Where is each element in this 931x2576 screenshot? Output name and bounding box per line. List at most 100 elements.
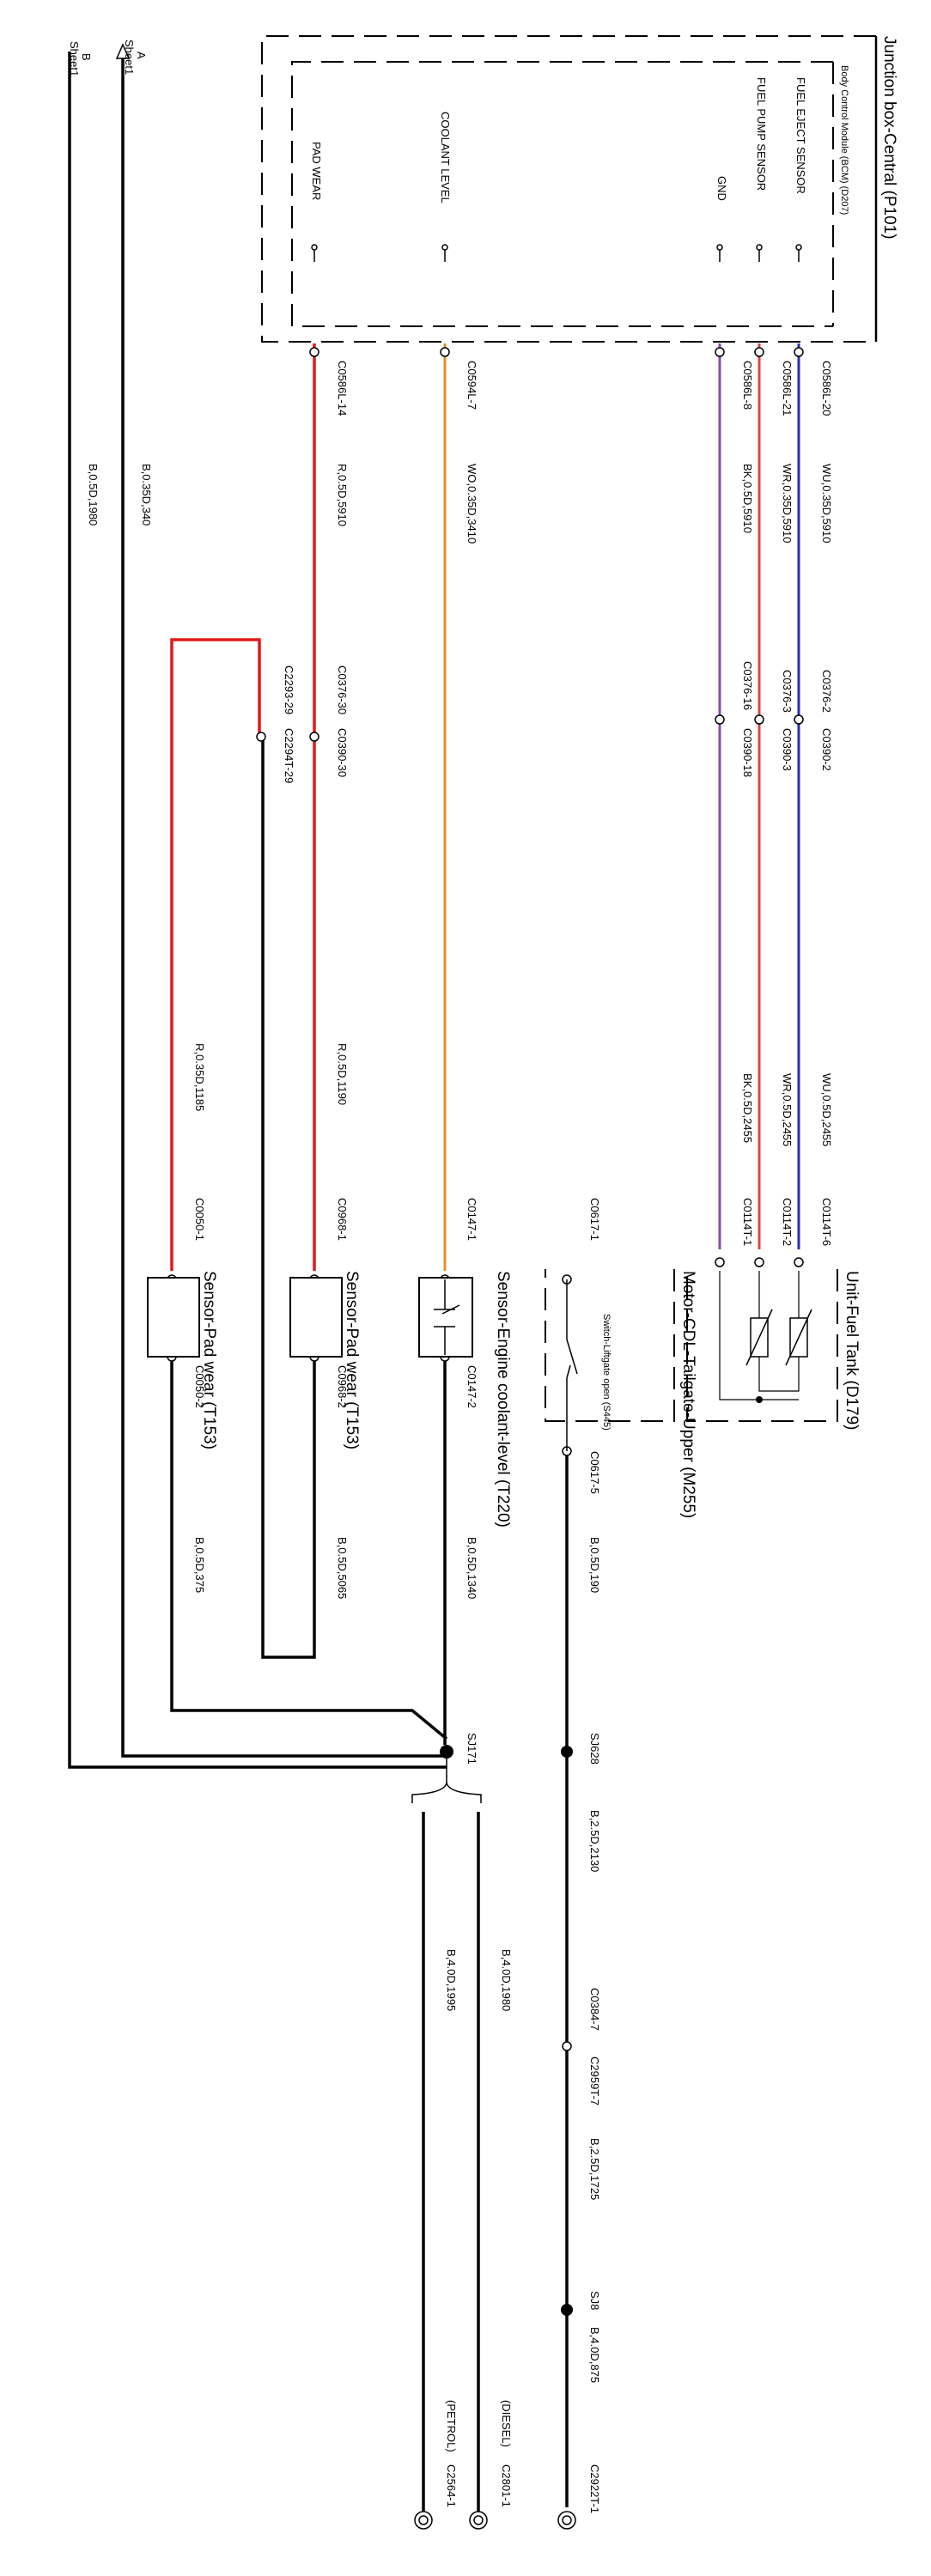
label-sj8: SJ8: [588, 2291, 601, 2310]
bcm-title: Body Control Module (BCM) (D207): [839, 65, 849, 215]
label-b-340: B,0.35D,340: [140, 464, 153, 526]
label-bk-2455: BK,0.5D,2455: [741, 1073, 754, 1143]
sheet-a-arrow: [115, 43, 131, 59]
sheet-b-letter: B: [80, 53, 93, 61]
wire-sheet-b: [68, 52, 447, 1769]
label-wr-2455: WR,0.5D,2455: [781, 1073, 794, 1146]
label-sj628: SJ628: [588, 1733, 601, 1765]
label-c2293-29: C2293-29: [283, 665, 295, 714]
labels-splices: SJ628 SJ171 SJ8: [466, 1733, 601, 2310]
label-b-2130: B,2.5D,2130: [588, 1810, 601, 1872]
label-diesel: (DIESEL): [500, 2400, 513, 2447]
label-c0390-18: C0390-18: [741, 728, 754, 777]
label-c2922t-1: C2922T-1: [588, 2464, 601, 2513]
pin-coolant: COOLANT LEVEL: [439, 112, 452, 204]
label-sj171: SJ171: [466, 1733, 478, 1765]
wire-sheet-a: [121, 52, 447, 1758]
label-wo-3410: WO,0.35D,3410: [466, 464, 478, 544]
label-petrol: (PETROL): [445, 2400, 458, 2452]
junction-box: [261, 35, 878, 343]
label-c0390-30: C0390-30: [336, 728, 349, 777]
labels-row-junction-exits: C0586L-20 C0586L-21 C0586L-8 C0594L-7 C0…: [336, 361, 833, 416]
label-c0384-7: C0384-7: [588, 1988, 601, 2031]
labels-row-return-wires: B,0.5D,190 B,0.5D,1340 B,0.5D,5065 B,0.5…: [193, 1537, 601, 1599]
label-r-1190: R,0.5D,1190: [336, 1043, 349, 1105]
tailgate-switch-title: Switch-Liftgate open (S445): [601, 1314, 612, 1431]
label-b-1980: B,0.5D,1980: [87, 464, 100, 526]
pad-wear-rear-title: Sensor-Pad wear (T153): [200, 1271, 218, 1449]
label-c0617-5: C0617-5: [588, 1451, 601, 1494]
label-wr-5910: WR,0.35D,5910: [781, 464, 794, 544]
junction-box-title: Junction box-Central (P101): [880, 36, 898, 240]
label-wu-5910: WU,0.35D,5910: [820, 464, 833, 544]
labels-row-component-connectors: C0114T-6 C0114T-2 C0114T-1 C0617-1 C0147…: [193, 1198, 833, 1494]
tailgate-motor: [545, 1269, 675, 1451]
sheet-a-sheet: Sheet1: [123, 39, 136, 75]
label-c0147-2: C0147-2: [466, 1365, 478, 1408]
label-c0968-2: C0968-2: [336, 1365, 349, 1408]
label-c0376-2: C0376-2: [820, 670, 833, 713]
tailgate-motor-title: Motor-CDL-Tailgate-Upper (M255): [679, 1271, 697, 1518]
pad-wear-front-box: [289, 1277, 343, 1358]
label-b-1725: B,2.5D,1725: [588, 2138, 601, 2200]
label-b-375: B,0.5D,375: [193, 1537, 206, 1593]
label-c0586l-8: C0586L-8: [741, 361, 754, 410]
label-c0968-1: C0968-1: [336, 1198, 349, 1241]
label-r-1185: R,0.35D,1185: [193, 1043, 206, 1111]
label-c0586l-21: C0586L-21: [781, 361, 794, 416]
label-b-1340: B,0.5D,1340: [466, 1537, 478, 1599]
label-b-5065: B,0.5D,5065: [336, 1537, 349, 1599]
label-c0376-16: C0376-16: [741, 661, 754, 710]
sj171-bracket: [411, 1781, 482, 1803]
labels-row-wire-specs-2: WU,0.5D,2455 WR,0.5D,2455 BK,0.5D,2455 R…: [193, 1043, 833, 1146]
labels-row-ground-wires: B,2.5D,2130 C0384-7 C2959T-7 B,2.5D,1725…: [445, 1810, 601, 2513]
label-c0376-30: C0376-30: [336, 665, 349, 714]
label-c0376-3: C0376-3: [781, 670, 794, 713]
label-c0114t-2: C0114T-2: [781, 1198, 794, 1246]
label-c0390-2: C0390-2: [820, 728, 833, 771]
label-b-875: B,4.0D,875: [588, 2327, 601, 2383]
label-r-5910: R,0.5D,5910: [336, 464, 349, 526]
pin-fuel-pump: FUEL PUMP SENSOR: [755, 77, 768, 191]
pin-pad-wear: PAD WEAR: [310, 142, 323, 200]
sheet-b-sheet: Sheet1: [68, 41, 81, 76]
label-wu-2455: WU,0.5D,2455: [820, 1073, 833, 1146]
label-c0050-1: C0050-1: [193, 1198, 206, 1241]
label-c0586l-14: C0586L-14: [336, 361, 349, 416]
label-c0147-1: C0147-1: [466, 1198, 478, 1241]
wire-r-1185: [170, 638, 261, 1271]
splice-sj171: [440, 1745, 453, 1759]
pin-gnd: GND: [715, 176, 728, 201]
label-bk-5910: BK,0.5D,5910: [741, 464, 754, 533]
fuel-tank-unit: [686, 1269, 838, 1422]
coolant-sensor: [418, 1277, 473, 1358]
label-c0114t-1: C0114T-1: [741, 1198, 754, 1246]
label-b-1980-diesel: B,4.0D,1980: [500, 1949, 513, 2011]
label-b-190: B,0.5D,190: [588, 1537, 601, 1593]
junction-pin-stubs: [311, 244, 802, 262]
labels-row-wire-specs-1: WU,0.35D,5910 WR,0.35D,5910 BK,0.5D,5910…: [87, 464, 833, 544]
label-c2564-1: C2564-1: [445, 2464, 458, 2507]
pad-wear-front-title: Sensor-Pad wear (T153): [343, 1271, 361, 1449]
wire-b-5065: [261, 737, 316, 1659]
pin-fuel-eject: FUEL EJECT SENSOR: [794, 77, 807, 194]
splice-sj8: [561, 2304, 573, 2316]
label-c0617-1: C0617-1: [588, 1198, 601, 1241]
label-c0050-2: C0050-2: [193, 1365, 206, 1408]
labels-row-inline-connectors: C0376-2 C0390-2 C0376-3 C0390-3 C0376-16…: [283, 661, 833, 783]
coolant-sensor-title: Sensor-Engine coolant-level (T220): [494, 1271, 512, 1528]
label-c0586l-20: C0586L-20: [820, 361, 833, 416]
label-c0114t-6: C0114T-6: [820, 1198, 833, 1246]
label-c0390-3: C0390-3: [781, 728, 794, 771]
sheet-a-letter: A: [135, 52, 148, 59]
label-c0594l-7: C0594L-7: [466, 361, 478, 410]
fuel-tank-title: Unit-Fuel Tank (D179): [843, 1271, 861, 1431]
wire-b-375: [170, 1357, 448, 1741]
pad-wear-rear-box: [147, 1277, 200, 1358]
label-c2801-1: C2801-1: [500, 2464, 513, 2507]
label-b-1995: B,4.0D,1995: [445, 1949, 458, 2011]
label-c2959t-7: C2959T-7: [588, 2057, 601, 2105]
splice-sj628: [561, 1746, 573, 1758]
label-c2294t-29: C2294T-29: [283, 728, 295, 783]
